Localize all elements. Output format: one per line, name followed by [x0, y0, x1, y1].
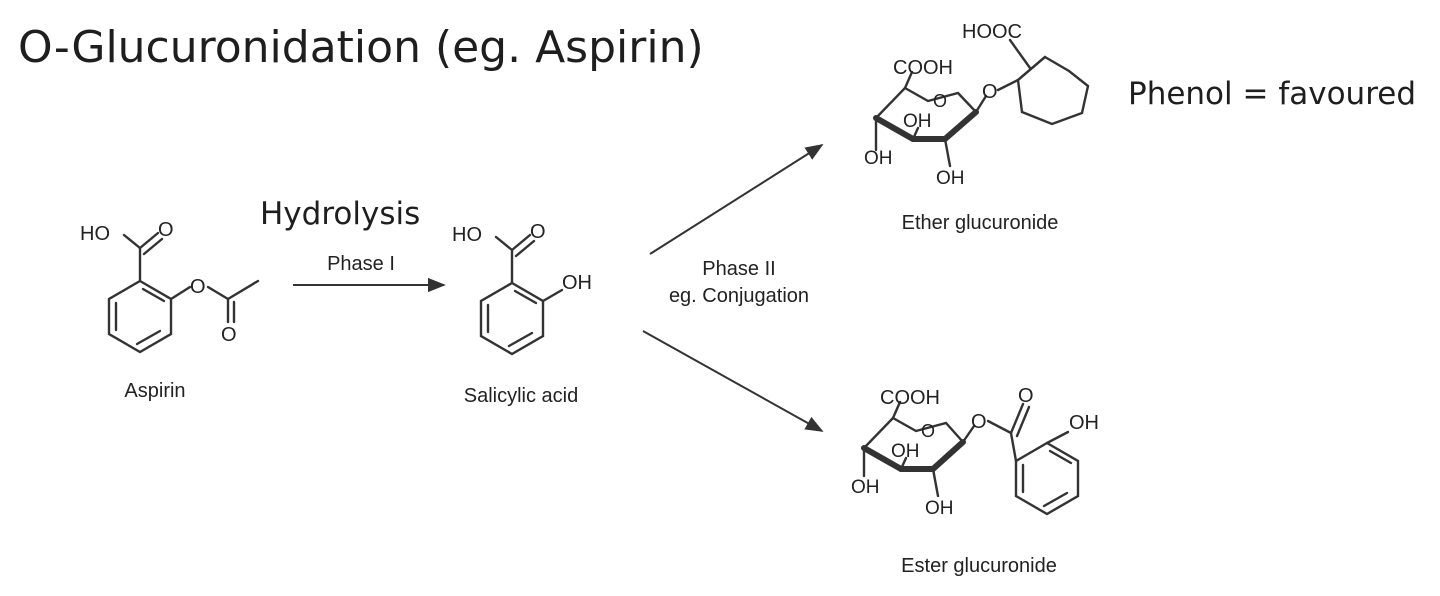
salicylic-oh-label: OH — [562, 272, 592, 294]
ester-glucuronide-sugar-ring — [861, 416, 966, 472]
salicylic-acid-structure: HO O OH Salicylic acid — [452, 221, 592, 407]
salicylic-carbonyl-o-label: O — [530, 221, 546, 243]
aspirin-ho-label: HO — [80, 223, 110, 245]
aspirin-benzene-ring — [107, 279, 173, 354]
ether-link-o-label: O — [982, 81, 998, 103]
ester-carbonyl-o-label: O — [1018, 385, 1034, 407]
ester-bottom-oh-label: OH — [925, 498, 954, 519]
ether-glucuronide-structure: COOH HOOC O O OH OH OH Ether glucuronide — [864, 21, 1090, 234]
phase2-label: Phase II — [702, 258, 775, 280]
hydrolysis-heading: Hydrolysis — [260, 196, 421, 232]
ether-glucuronide-benzene-ring — [1016, 55, 1090, 126]
aspirin-acetyl-o-label: O — [221, 324, 237, 346]
ether-glucuronide-name: Ether glucuronide — [902, 212, 1059, 234]
ether-left-oh-label: OH — [864, 148, 893, 169]
aspirin-carbonyl-o-label: O — [158, 219, 174, 241]
phase1-label: Phase I — [327, 253, 395, 275]
ester-glucuronide-benzene-ring — [1014, 441, 1080, 516]
ether-bottom-oh-label: OH — [936, 168, 965, 189]
aspirin-ester-o-label: O — [190, 276, 206, 298]
salicylic-acid-name: Salicylic acid — [464, 385, 578, 407]
ester-left-oh-label: OH — [851, 477, 880, 498]
ether-cooh-label: COOH — [893, 57, 953, 79]
ester-cooh-label: COOH — [880, 387, 940, 409]
phase2-ether-arrow-icon — [649, 144, 824, 255]
aspirin-structure: HO O O O Aspirin — [80, 219, 260, 402]
ester-ring-oh-label: OH — [891, 441, 920, 462]
ether-glucuronide-sugar-ring — [873, 86, 979, 142]
aspirin-name: Aspirin — [124, 380, 185, 402]
ester-glucuronide-name: Ester glucuronide — [901, 555, 1057, 577]
phase2-ester-arrow-icon — [642, 330, 824, 432]
ether-hooc-label: HOOC — [962, 21, 1022, 43]
ester-phenol-oh-label: OH — [1069, 412, 1099, 434]
phenol-note: Phenol = favoured — [1128, 76, 1417, 112]
ether-ring-oh-label: OH — [903, 111, 932, 132]
salicylic-acid-benzene-ring — [479, 281, 545, 356]
ether-ring-o-label: O — [933, 91, 947, 111]
slide-title: O-Glucuronidation (eg. Aspirin) — [18, 22, 704, 73]
ester-glucuronide-structure: COOH O O O OH OH OH OH Ester glucuronide — [851, 385, 1099, 577]
phase2-sublabel: eg. Conjugation — [669, 285, 809, 307]
salicylic-ho-label: HO — [452, 224, 482, 246]
ester-link-o-label: O — [971, 411, 987, 433]
ester-ring-o-label: O — [921, 421, 935, 441]
